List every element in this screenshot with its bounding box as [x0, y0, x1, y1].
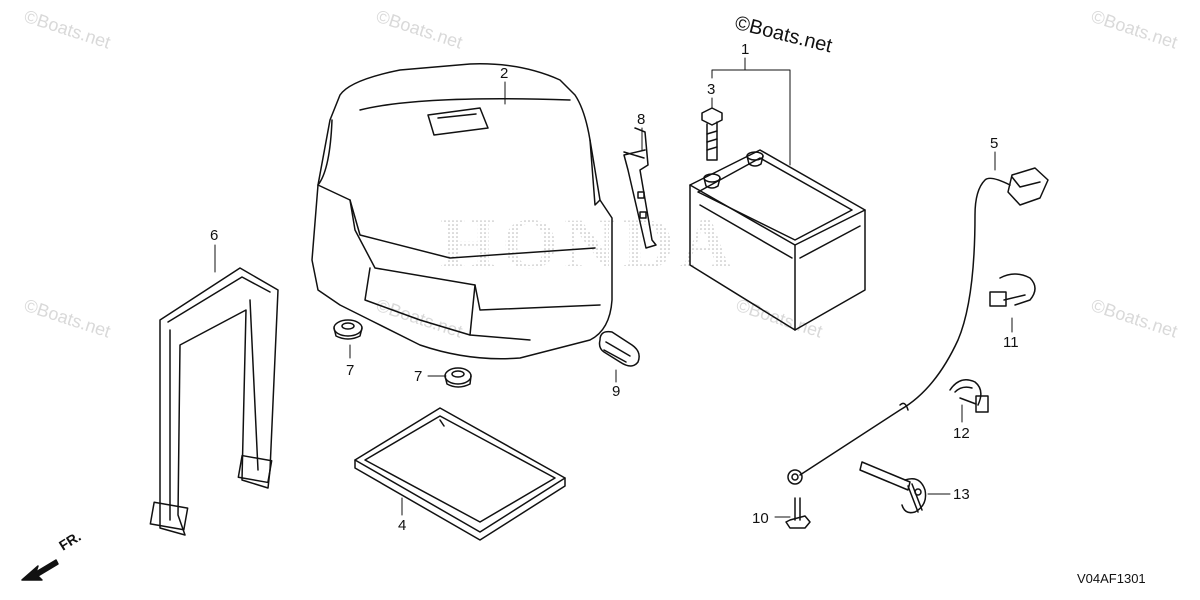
- battery-cable-part-5: [787, 167, 1049, 485]
- callout-11: 11: [1003, 334, 1019, 351]
- grommet-part-7b: [444, 367, 472, 388]
- bolt-part-3: [701, 107, 723, 161]
- callout-6: 6: [210, 227, 218, 244]
- svg-text:HONDA: HONDA: [440, 204, 738, 284]
- grommet-part-7a: [333, 319, 363, 340]
- front-direction-arrow: [21, 559, 59, 581]
- clip-part-12: [949, 379, 989, 413]
- callout-5: 5: [990, 135, 998, 152]
- callout-12: 12: [953, 425, 970, 442]
- bolt-part-10: [785, 497, 811, 529]
- callout-8: 8: [637, 111, 645, 128]
- callout-7b: 7: [414, 368, 422, 385]
- battery-cover-part-2: [311, 63, 613, 360]
- band-part-13: [859, 461, 927, 514]
- callout-1: 1: [741, 41, 749, 58]
- battery-part-1: [689, 149, 866, 331]
- leader-lines: [214, 57, 1013, 518]
- grommet-part-9: [598, 330, 640, 367]
- callout-3: 3: [707, 81, 715, 98]
- battery-tray-part-4: [354, 407, 566, 541]
- diagram-code: V04AF1301: [1077, 571, 1146, 586]
- callout-7a: 7: [346, 362, 354, 379]
- callout-13: 13: [953, 486, 970, 503]
- callout-numbers: 1 2 3 4 5 6 7 7 8 9 10 11 12 13: [210, 41, 1019, 534]
- battery-band-part-6: [149, 267, 279, 536]
- callout-2: 2: [500, 65, 508, 82]
- callout-9: 9: [612, 383, 620, 400]
- callout-4: 4: [398, 517, 406, 534]
- bracket-part-8: [623, 127, 657, 249]
- honda-logo-watermark: HONDA: [440, 204, 738, 284]
- cable-clamp-part-11: [989, 273, 1036, 307]
- callout-10: 10: [752, 510, 769, 527]
